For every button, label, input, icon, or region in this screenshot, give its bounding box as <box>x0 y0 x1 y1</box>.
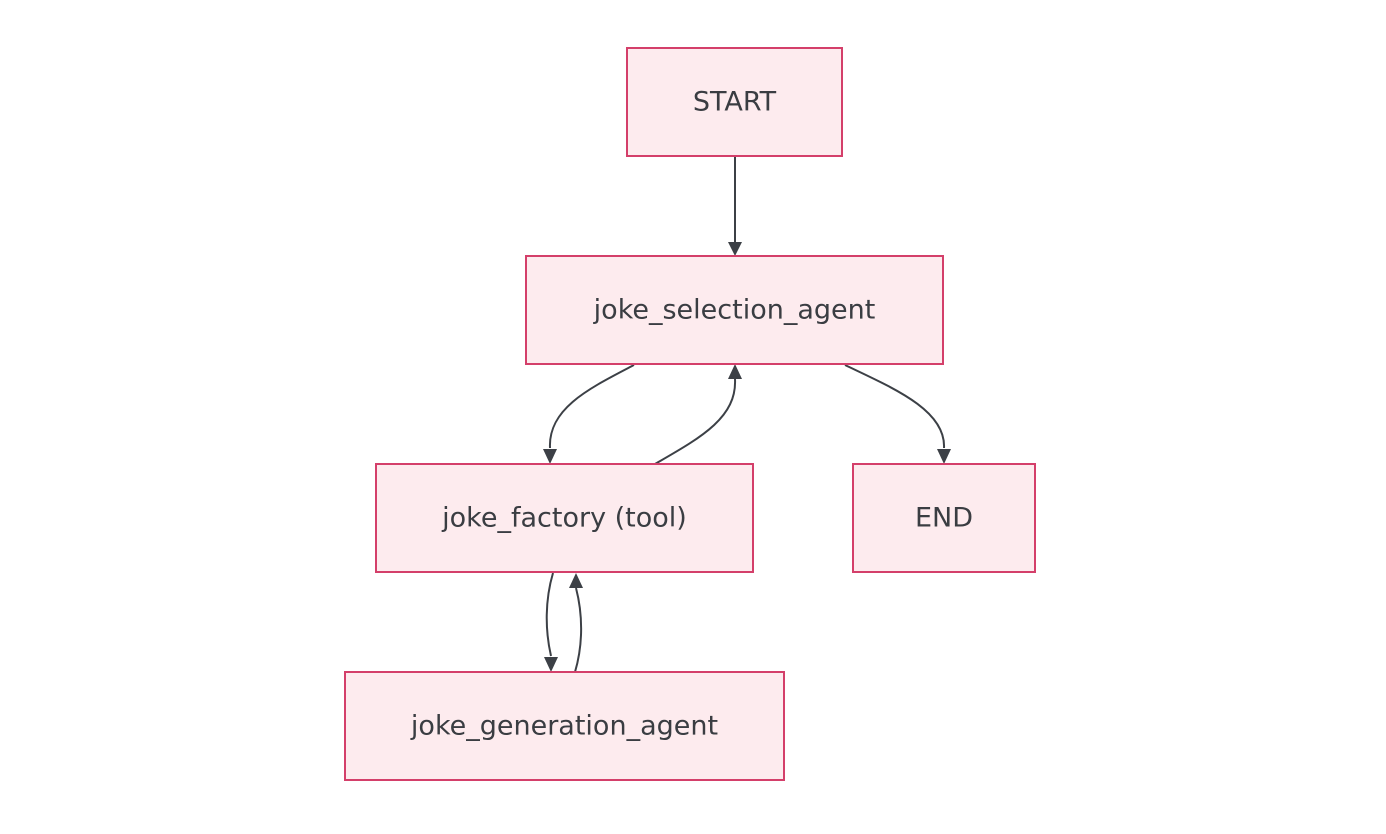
arrowhead-generation-from-factory <box>544 657 558 672</box>
arrowhead-selection-from-start <box>728 242 742 256</box>
node-joke-generation-agent: joke_generation_agent <box>344 671 785 781</box>
arrowhead-factory-from-generation <box>569 573 583 588</box>
node-joke-generation-agent-label: joke_generation_agent <box>410 711 718 742</box>
arrowhead-factory-from-selection <box>543 449 557 464</box>
node-joke-factory: joke_factory (tool) <box>375 463 754 573</box>
node-joke-selection-agent: joke_selection_agent <box>525 255 944 365</box>
node-joke-selection-agent-label: joke_selection_agent <box>593 295 876 326</box>
arrowhead-end-from-selection <box>937 449 951 464</box>
node-start-label: START <box>693 87 777 118</box>
node-joke-factory-label: joke_factory (tool) <box>441 503 687 534</box>
edge-factory-to-selection <box>654 378 737 465</box>
arrowhead-selection-from-factory <box>728 364 742 379</box>
edge-generation-to-factory <box>574 587 583 673</box>
node-end: END <box>852 463 1036 573</box>
node-start: START <box>626 47 843 157</box>
edge-selection-to-end <box>844 364 946 449</box>
edges <box>543 157 951 673</box>
edge-factory-to-generation <box>545 572 554 657</box>
node-end-label: END <box>915 503 973 534</box>
edge-selection-to-factory <box>548 364 635 449</box>
